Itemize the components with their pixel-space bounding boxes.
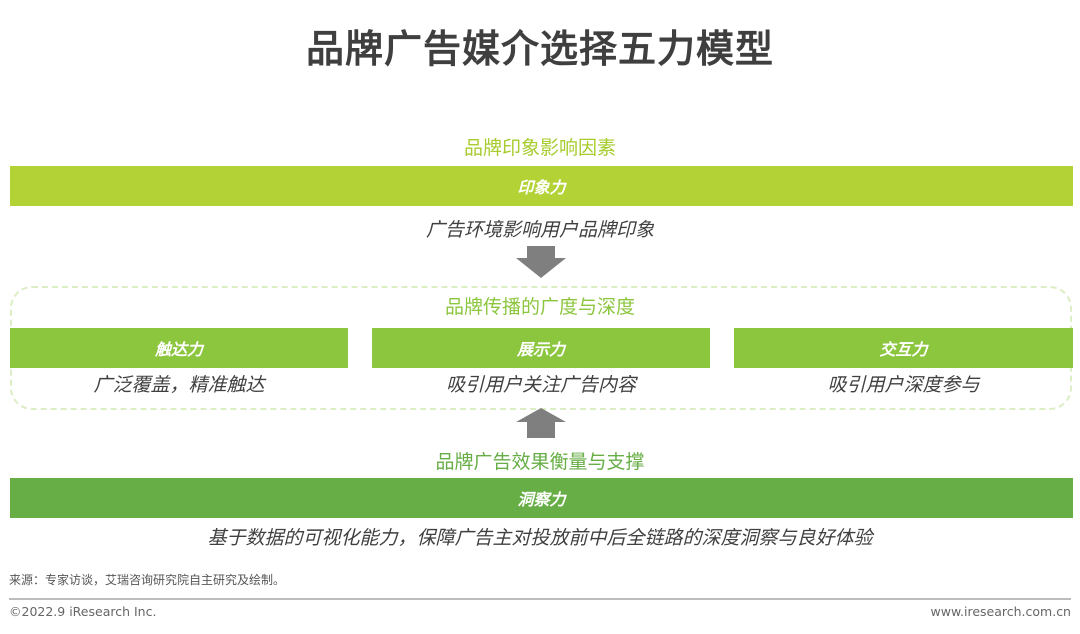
- copyright: ©2022.9 iResearch Inc.: [9, 604, 157, 619]
- display-bar: 展示力: [372, 328, 710, 368]
- interaction-bar-label: 交互力: [879, 340, 928, 359]
- impression-description: 广告环境影响用户品牌印象: [425, 219, 654, 241]
- display-description: 吸引用户关注广告内容: [445, 374, 636, 396]
- insight-description: 基于数据的可视化能力，保障广告主对投放前中后全链路的深度洞察与良好体验: [207, 527, 873, 549]
- page-title: 品牌广告媒介选择五力模型: [305, 27, 774, 71]
- footer-divider: [9, 598, 1071, 600]
- source-note: 来源：专家访谈，艾瑞咨询研究院自主研究及绘制。: [9, 573, 286, 587]
- insight-bar: 洞察力: [10, 478, 1073, 518]
- bottom-section-label: 品牌广告效果衡量与支撑: [435, 451, 645, 473]
- website-link: www.iresearch.com.cn: [930, 604, 1072, 619]
- arrow-up-icon: [516, 408, 566, 438]
- interaction-bar: 交互力: [734, 328, 1073, 368]
- interaction-description: 吸引用户深度参与: [827, 374, 980, 396]
- top-section-label: 品牌印象影响因素: [463, 137, 616, 159]
- reach-description: 广泛覆盖，精准触达: [93, 374, 265, 396]
- impression-bar: 印象力: [10, 166, 1073, 206]
- insight-bar-label: 洞察力: [517, 490, 566, 509]
- reach-bar-label: 触达力: [154, 340, 203, 359]
- reach-bar: 触达力: [10, 328, 348, 368]
- display-bar-label: 展示力: [516, 340, 565, 359]
- arrow-down-icon: [516, 246, 566, 278]
- middle-section-label: 品牌传播的广度与深度: [444, 296, 635, 318]
- impression-bar-label: 印象力: [517, 178, 566, 197]
